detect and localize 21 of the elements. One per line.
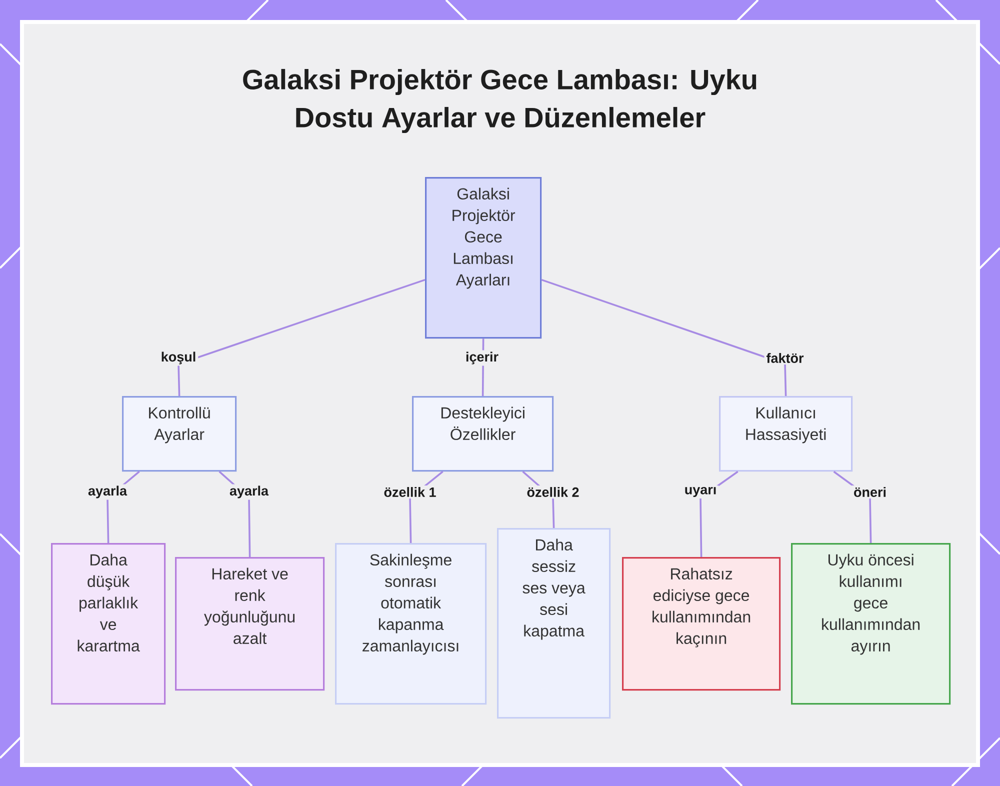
concept-box: Hareket ve renk yoğunluğunu azalt [175, 557, 325, 691]
concept-box: Uyku öncesi kullanımı gece kullanımından ayırın [791, 543, 951, 705]
title: Galaksi Projektör Gece Lambası: Uyku Dostu Ayarlar ve Düzenlemeler [243, 68, 756, 134]
edge-label: faktör [764, 352, 806, 364]
concept-box: Sakinleşme sonrası otomatik kapanma zamanlayıcısı [335, 543, 487, 705]
concept-box: Daha sessiz ses veya sesi kapatma [497, 528, 611, 719]
edge-label: ayarla [86, 484, 130, 500]
concept-box: Destekleyici Özellikler [412, 396, 554, 472]
concept-box: Daha düşük parlaklık ve karartma [51, 543, 166, 705]
concept-box: Galaksi Projektör Gece Lambası Ayarları [425, 177, 542, 339]
edge-label: özellik 1 [382, 486, 438, 498]
edge-label: içerir [464, 350, 501, 366]
concept-box: Kontrollü Ayarlar [122, 396, 237, 472]
edge-label: özellik 2 [524, 486, 582, 498]
connector-line [541, 278, 787, 396]
edge-label: koşul [158, 350, 198, 366]
concept-box: Kullanıcı Hassasiyeti [719, 396, 853, 472]
edge-label: ayarla [228, 484, 271, 500]
connector-line [178, 278, 426, 396]
edge-label: öneri [852, 486, 888, 498]
concept-box: Rahatsız ediciyse gece kullanımından kaçının [622, 557, 781, 691]
